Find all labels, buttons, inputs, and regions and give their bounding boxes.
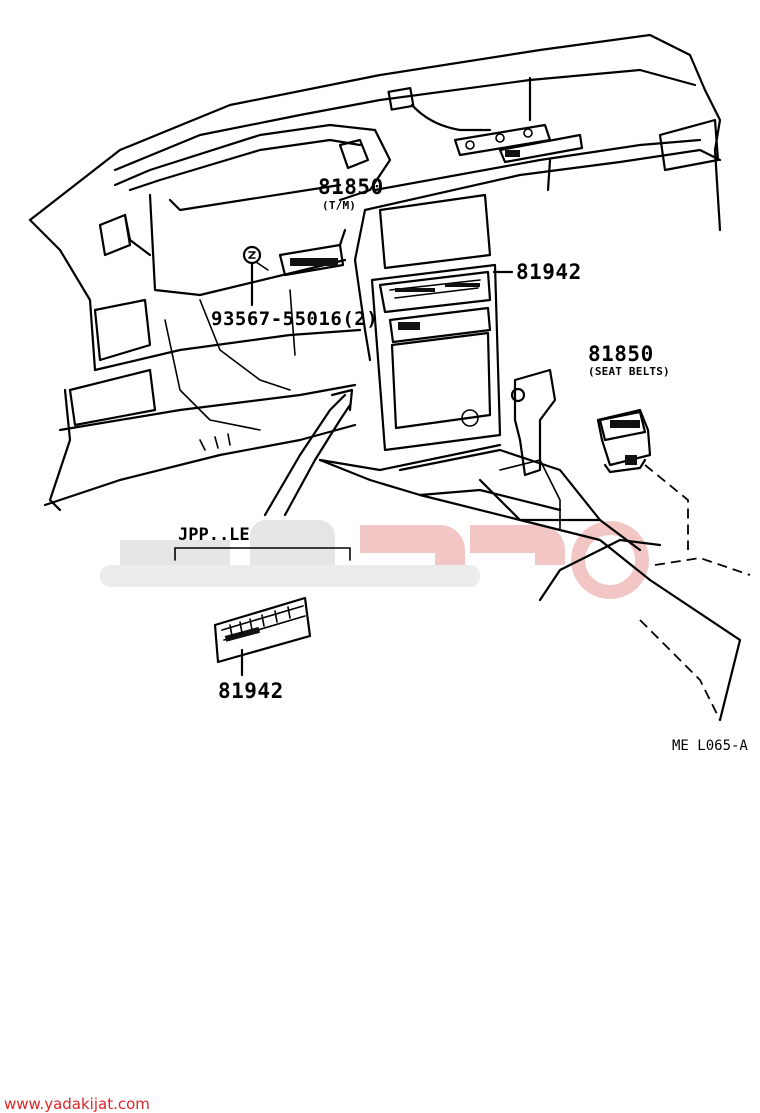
part-number-panel-main: 81942 bbox=[516, 260, 582, 284]
note-tm: (T/M) bbox=[322, 199, 357, 212]
part-number-switch-tm: 81850 bbox=[318, 175, 384, 199]
part-number-switch-seat: 81850 bbox=[588, 342, 654, 366]
watermark-site-url: www.yadakijat.com bbox=[4, 1095, 150, 1113]
part-number-screw: 93567-55016(2) bbox=[211, 308, 379, 330]
variant-label: JPP..LE bbox=[178, 525, 250, 545]
note-seat-belts: (SEAT BELTS) bbox=[588, 365, 670, 378]
part-number-panel-detail: 81942 bbox=[218, 679, 284, 703]
diagram-code: ME L065-A bbox=[672, 738, 748, 754]
dashboard-outline bbox=[28, 33, 751, 722]
